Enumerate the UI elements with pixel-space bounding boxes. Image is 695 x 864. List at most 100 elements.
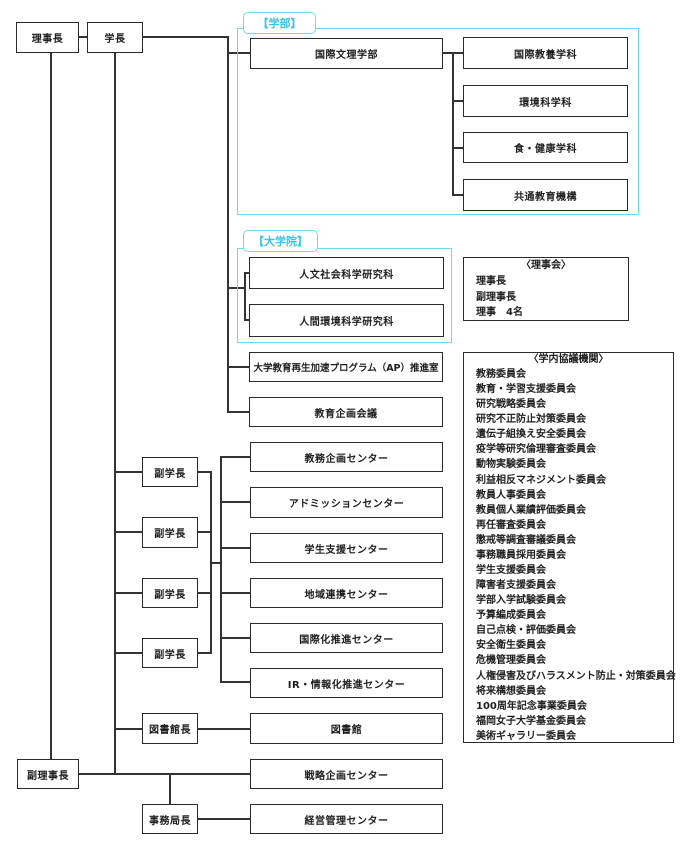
- vice-president-box: 副学長: [142, 457, 198, 487]
- council-item: 福岡女子大学基金委員会: [476, 715, 586, 727]
- center-label: 国際化推進センター: [299, 634, 394, 646]
- chairman-label: 理事長: [31, 34, 64, 45]
- council-item: 障害者支援委員会: [476, 580, 556, 592]
- center-box: 学生支援センター: [250, 533, 443, 563]
- chairman-box: 理事長: [16, 22, 79, 53]
- education-planning-label: 教育企画会議: [314, 408, 378, 420]
- councils-box: 〈学内協議機関〉 教務委員会 教育・学習支援委員会 研究戦略委員会 研究不正防止…: [463, 352, 676, 743]
- line-center-6: [221, 681, 250, 683]
- council-item: 学生支援委員会: [476, 565, 546, 577]
- faculty-section-label: 【学部】: [243, 12, 316, 34]
- line-dept-3: [453, 147, 463, 149]
- department-box: 環境科学科: [463, 85, 628, 117]
- council-item: 懲戒等調査審議委員会: [476, 534, 576, 546]
- line-secretary-management: [198, 818, 250, 820]
- council-item: 研究戦略委員会: [476, 399, 546, 411]
- line-dept-2: [453, 100, 463, 102]
- faculty-section-frame: [237, 28, 639, 215]
- vice-president-box: 副学長: [142, 578, 198, 608]
- line-president-trunk: [143, 36, 229, 38]
- line-center-5: [221, 637, 250, 639]
- department-label: 食・健康学科: [514, 144, 577, 155]
- ap-office-label: 大学教育再生加速プログラム（AP）推進室: [253, 363, 439, 374]
- library-label: 図書館: [330, 725, 363, 736]
- vice-president-label: 副学長: [154, 468, 186, 480]
- line-dept-4: [453, 194, 463, 196]
- center-label: 地域連携センター: [304, 589, 389, 601]
- line-center-2: [221, 501, 250, 503]
- board-member: 副理事長: [476, 291, 516, 303]
- line-vicechair-strategy: [79, 773, 250, 775]
- line-president-vp-1: [115, 471, 142, 473]
- vice-president-box: 副学長: [142, 517, 198, 548]
- center-box: 教務企画センター: [250, 442, 443, 472]
- strategic-center-box: 戦略企画センター: [250, 759, 443, 789]
- center-box: アドミッションセンター: [250, 487, 443, 518]
- librarian-label: 図書館長: [149, 725, 191, 736]
- department-box: 食・健康学科: [463, 132, 628, 163]
- department-box: 共通教育機構: [463, 179, 628, 211]
- line-vp-3-bus: [198, 592, 212, 594]
- line-vp-1-bus: [198, 471, 212, 473]
- line-vp-bus-centers: [211, 562, 222, 564]
- line-president-vp-3: [115, 592, 142, 594]
- vice-president-label: 副学長: [154, 649, 186, 661]
- center-label: 教務企画センター: [304, 453, 389, 465]
- council-item: 自己点検・評価委員会: [476, 625, 576, 637]
- president-box: 学長: [87, 22, 143, 53]
- council-item: 予算編成委員会: [476, 610, 546, 622]
- vice-president-box: 副学長: [142, 638, 198, 668]
- secretary-general-label: 事務局長: [149, 815, 191, 827]
- ap-office-box: 大学教育再生加速プログラム（AP）推進室: [249, 352, 443, 382]
- center-box: IR・情報化推進センター: [250, 668, 443, 698]
- line-center-3: [221, 547, 250, 549]
- education-planning-box: 教育企画会議: [249, 397, 443, 427]
- board-member: 理事長: [476, 276, 506, 287]
- graduate-school-box: 人間環境科学研究科: [249, 304, 444, 337]
- graduate-section-label: 【大学院】: [243, 230, 318, 252]
- line-graduate-bus: [244, 272, 246, 321]
- line-vp-bus: [210, 471, 212, 654]
- council-item: 100周年記念事業委員会: [476, 700, 587, 712]
- line-librarian-library: [198, 728, 250, 730]
- council-item: 人権侵害及びハラスメント防止・対策委員会: [476, 670, 676, 682]
- council-item: 研究不正防止対策委員会: [476, 414, 586, 426]
- center-box: 国際化推進センター: [250, 623, 443, 653]
- line-trunk-planning: [228, 411, 249, 413]
- line-centers-bus: [220, 456, 222, 683]
- department-label: 共通教育機構: [514, 191, 577, 203]
- graduate-school-label: 人文社会科学研究科: [299, 269, 394, 281]
- department-label: 環境科学科: [519, 97, 572, 109]
- president-label: 学長: [104, 34, 126, 45]
- council-item: 教務委員会: [476, 369, 526, 380]
- center-label: アドミッションセンター: [288, 499, 405, 510]
- council-item: 疫学等研究倫理審査委員会: [476, 444, 596, 456]
- graduate-school-label: 人間環境科学研究科: [299, 317, 394, 328]
- council-item: 利益相反マネジメント委員会: [476, 474, 606, 486]
- council-item: 事務職員採用委員会: [476, 549, 566, 561]
- library-box: 図書館: [250, 713, 443, 744]
- councils-title: 〈学内協議機関〉: [528, 354, 609, 365]
- faculty-name: 国際文理学部: [315, 50, 378, 61]
- graduate-section-frame: [237, 248, 452, 343]
- center-label: 学生支援センター: [304, 544, 389, 556]
- council-item: 教員個人業績評価委員会: [476, 504, 586, 516]
- council-item: 教育・学習支援委員会: [476, 384, 576, 396]
- vice-chairman-box: 副理事長: [17, 759, 79, 789]
- faculty-box: 国際文理学部: [250, 38, 443, 69]
- board-member: 理事 4名: [476, 307, 523, 318]
- line-vp-4-bus: [198, 652, 212, 654]
- line-vp-2-bus: [198, 531, 212, 533]
- council-item: 学部入学試験委員会: [476, 595, 566, 607]
- line-president-vp-2: [115, 531, 142, 533]
- strategic-center-label: 戦略企画センター: [304, 770, 389, 782]
- faculty-section-label-text: 【学部】: [257, 17, 302, 30]
- line-chairman-trunk: [50, 53, 52, 759]
- vice-president-label: 副学長: [154, 589, 186, 601]
- council-item: 再任審査委員会: [476, 519, 546, 531]
- council-item: 遺伝子組換え安全委員会: [476, 429, 586, 441]
- line-graduate-2: [245, 319, 250, 321]
- board-box: 〈理事会〉 理事長 副理事長 理事 4名: [463, 257, 629, 321]
- line-center-1: [221, 456, 250, 458]
- line-president-vp-4: [115, 652, 142, 654]
